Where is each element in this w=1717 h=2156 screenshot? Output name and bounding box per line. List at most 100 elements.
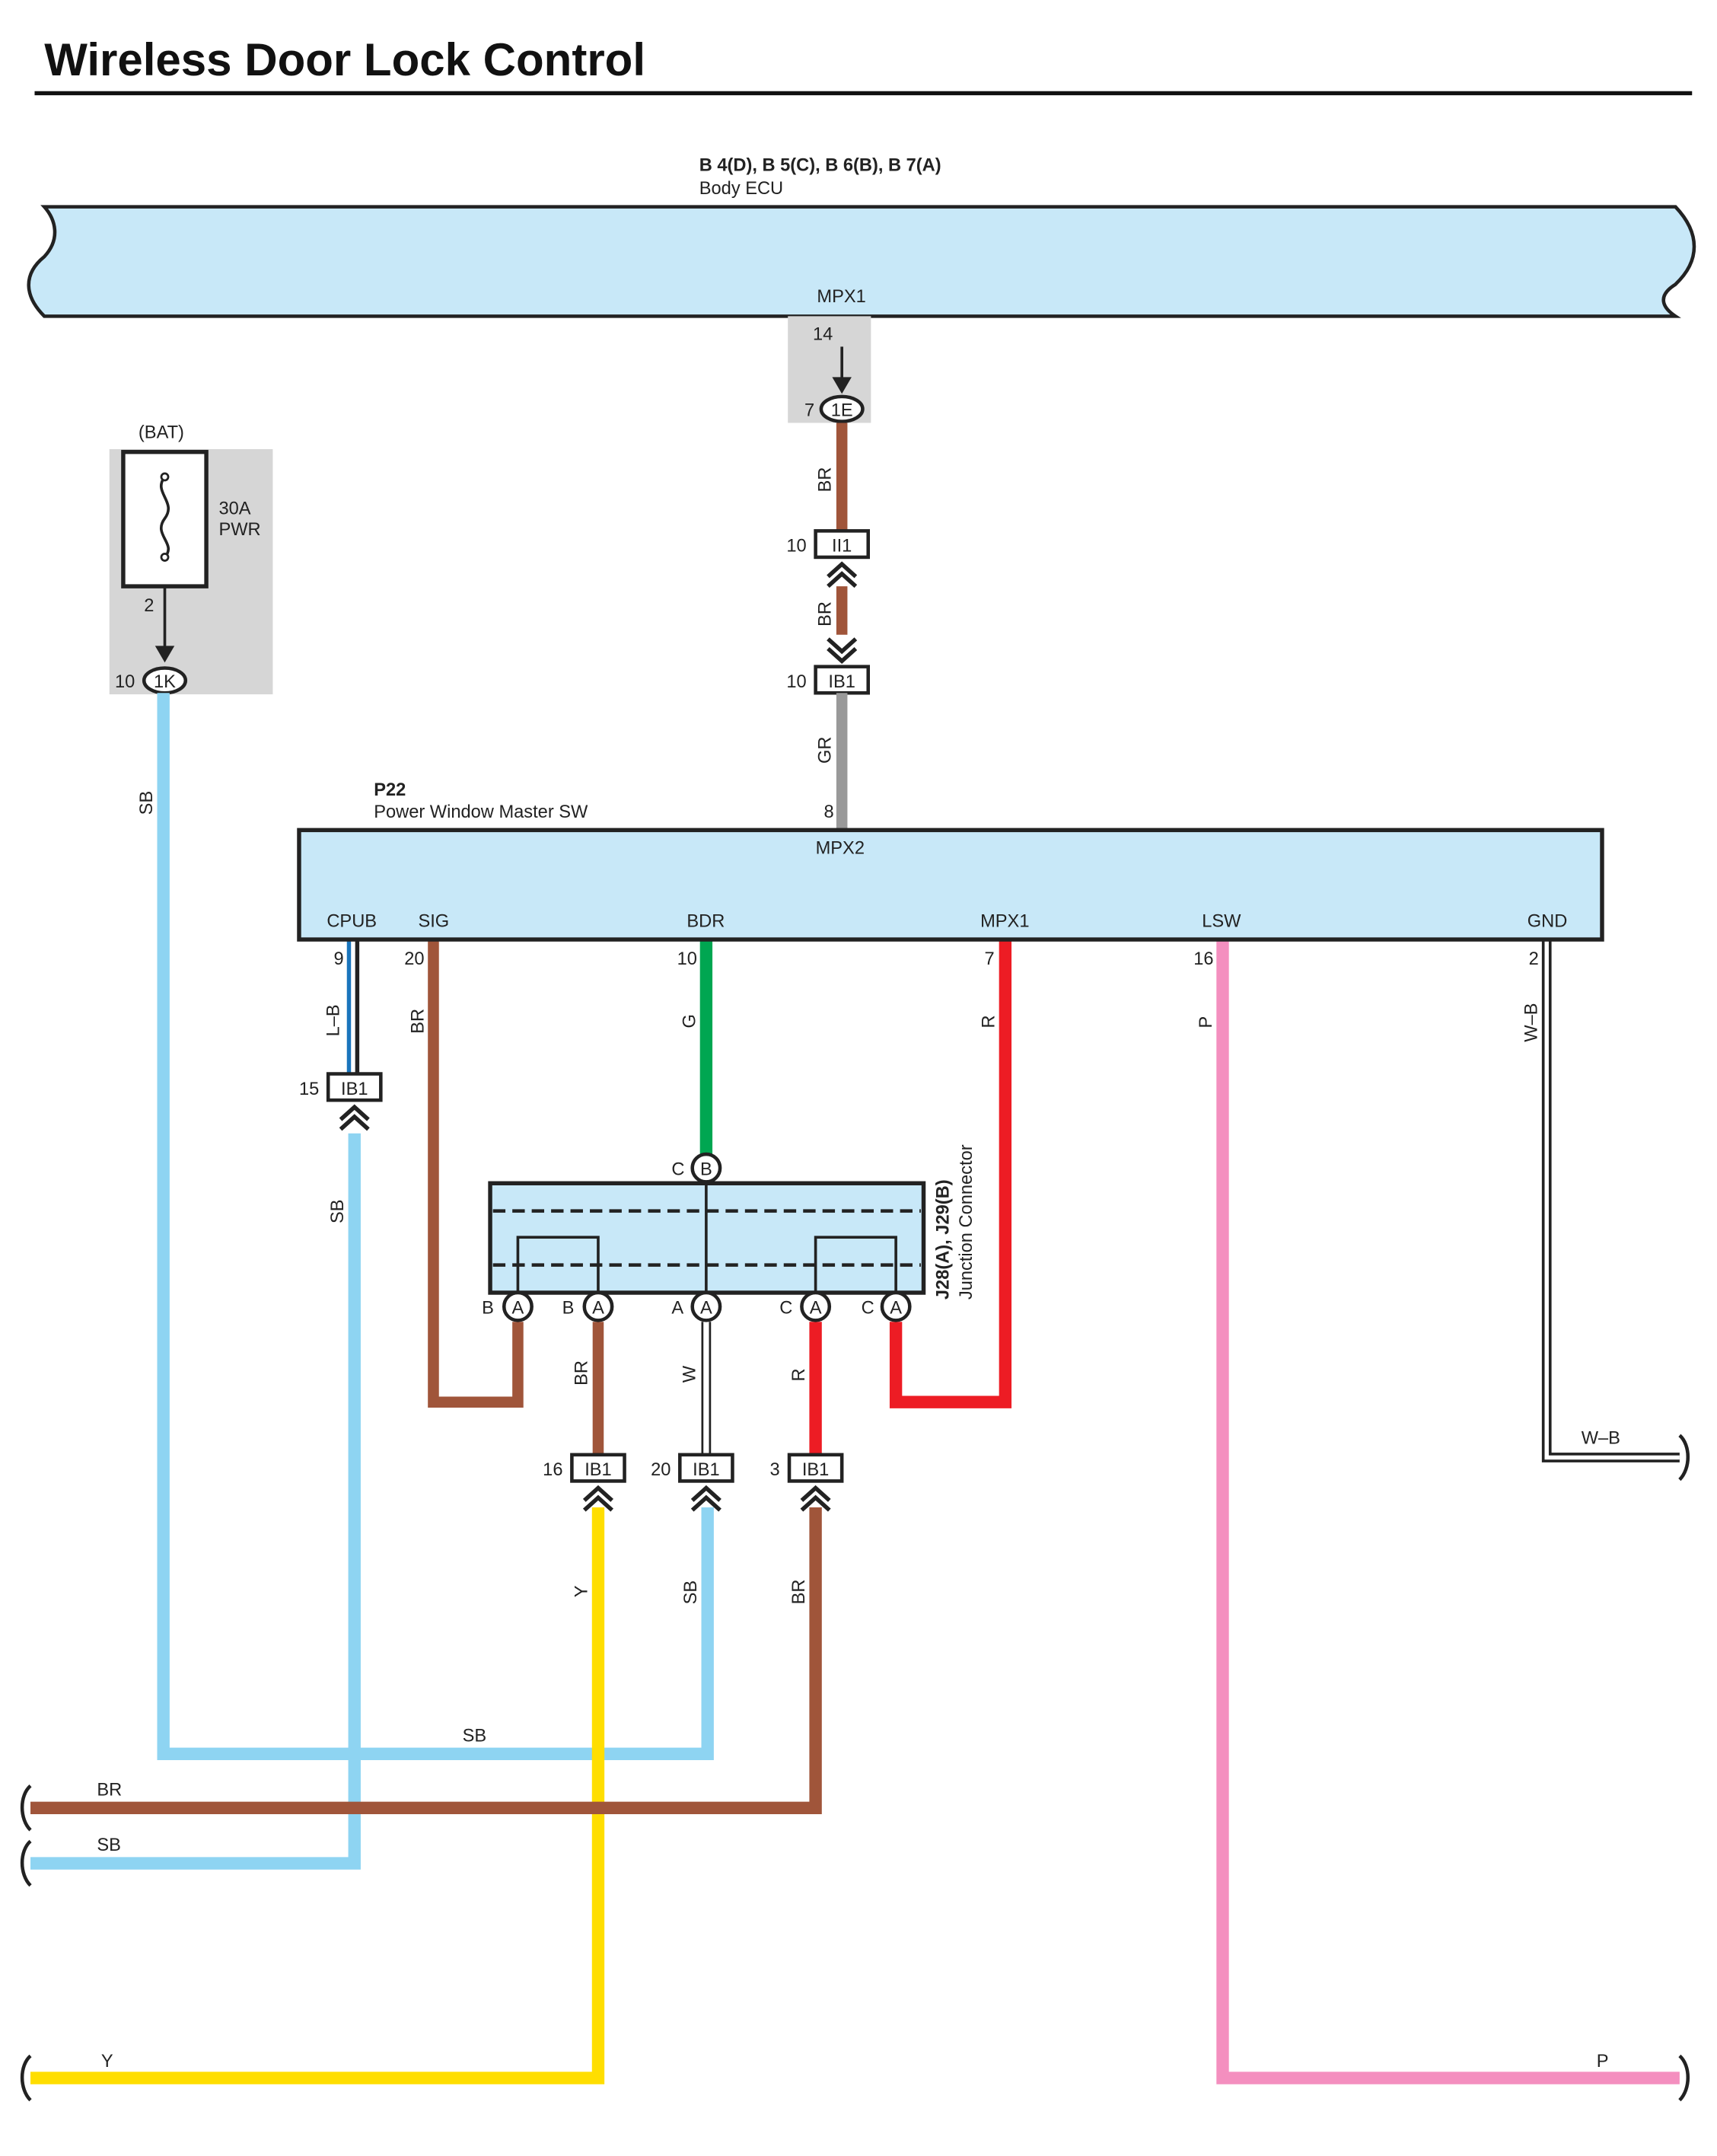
master-sw-code: P22 <box>374 780 406 800</box>
page-title: Wireless Door Lock Control <box>44 34 645 85</box>
wire-label-j-br: BR <box>572 1360 591 1386</box>
terminal-bdr: BDR <box>686 912 725 932</box>
wire-label-j-r: R <box>789 1368 809 1381</box>
cib1-cpub-pin: 15 <box>299 1080 319 1099</box>
body-ecu-box <box>27 205 1696 318</box>
wire-ib-br <box>30 1507 822 1814</box>
wire-gnd-wb-inner <box>1544 940 1680 1460</box>
junction-top-conn: B <box>700 1159 712 1179</box>
cib1-c-chevron <box>800 1485 831 1512</box>
wire-label-ib-sb: SB <box>681 1580 701 1605</box>
body-ecu-terminal: MPX1 <box>817 287 865 307</box>
break-y-icon <box>20 2054 32 2102</box>
cib1-a-box <box>570 1453 626 1483</box>
wire-label-lsw-p: P <box>1196 1016 1216 1029</box>
wire-label-ecu-gr: GR <box>816 737 836 764</box>
sig-pin: 20 <box>404 949 424 969</box>
wire-label-bdr-g: G <box>680 1014 699 1028</box>
wire-label-out-br: BR <box>97 1780 122 1800</box>
cib1-cpub-label: IB1 <box>341 1080 368 1099</box>
junction-pin-4: C <box>779 1298 792 1318</box>
cii1-chevron <box>827 561 858 588</box>
junction-conn-4: A <box>810 1298 822 1318</box>
ecu-pin-14: 14 <box>813 324 833 344</box>
junction-conn-5: A <box>890 1298 902 1318</box>
wire-mpx1-r <box>889 940 1012 1408</box>
wire-label-out-y: Y <box>101 2052 113 2071</box>
mpx1-pin: 7 <box>985 949 995 969</box>
junction-pin-5: C <box>862 1298 874 1318</box>
cib1-top-pin: 10 <box>786 672 806 692</box>
fuse-element <box>159 476 170 559</box>
gnd-pin: 2 <box>1529 949 1539 969</box>
wire-lsw-p <box>1216 940 1680 2084</box>
wire-label-j-w: W <box>680 1365 699 1383</box>
junction-circle-3 <box>690 1290 722 1322</box>
terminal-gnd: GND <box>1527 912 1568 932</box>
junction-conn-1: A <box>512 1298 524 1318</box>
wire-label-ecu-br1: BR <box>816 467 836 493</box>
wire-label-cpub-lb: L–B <box>324 1004 344 1036</box>
c1k-label: 1K <box>154 672 176 692</box>
fuse-pin: 2 <box>144 596 154 616</box>
cib1-top-box <box>814 665 871 695</box>
fuse-source: (BAT) <box>139 423 184 442</box>
wire-label-out-sb: SB <box>97 1835 121 1855</box>
junction-pin-1: B <box>482 1298 494 1318</box>
master-sw-box <box>297 828 1604 942</box>
cib1-b-pin: 20 <box>651 1460 671 1480</box>
fuse-name: PWR <box>218 520 260 540</box>
cib1-c-pin: 3 <box>770 1460 780 1480</box>
junction-codes: J28(A), J29(B) <box>933 1179 953 1300</box>
cpub-pin: 9 <box>333 949 343 969</box>
cii1-box <box>814 529 871 560</box>
body-ecu-name: Body ECU <box>699 179 783 199</box>
wire-label-ib-y: Y <box>572 1585 591 1597</box>
wire-label-fuse-sb: SB <box>137 791 157 815</box>
c1k-pin: 10 <box>115 672 135 692</box>
fuse-arrow <box>154 646 175 663</box>
junction-conn-2: A <box>592 1298 604 1318</box>
junction-top-circle <box>690 1152 722 1184</box>
wire-label-mpx1-r: R <box>979 1015 999 1028</box>
wire-ib-y <box>30 1507 605 2084</box>
wire-label-cpub-sb: SB <box>328 1199 348 1223</box>
cib1-b-box <box>678 1453 734 1483</box>
break-p-icon <box>1678 2054 1690 2102</box>
wire-label-sig-br: BR <box>409 1009 428 1034</box>
junction-pin-2: B <box>562 1298 575 1318</box>
mpx2-pin: 8 <box>824 802 834 822</box>
cib1-a-label: IB1 <box>585 1460 611 1480</box>
c1e-pin: 7 <box>804 400 814 420</box>
terminal-lsw: LSW <box>1202 912 1241 932</box>
fuse-terminal-top <box>160 472 170 482</box>
cib1-cpub-box <box>326 1072 383 1102</box>
wire-fuse-sb <box>157 693 714 1761</box>
junction-circle-4 <box>800 1290 832 1322</box>
cib1-b-chevron <box>690 1485 722 1512</box>
cib1-a-chevron <box>582 1485 613 1512</box>
cii1-pin: 10 <box>786 537 806 557</box>
junction-conn-3: A <box>700 1298 712 1318</box>
c1e-oval <box>819 394 865 423</box>
wire-label-h-sb: SB <box>463 1726 487 1746</box>
fuse-terminal-bottom <box>160 553 170 562</box>
fuse-rating: 30A <box>218 499 250 519</box>
cii1-label: II1 <box>832 537 852 557</box>
terminal-mpx1: MPX1 <box>980 912 1029 932</box>
terminal-cpub: CPUB <box>327 912 377 932</box>
master-sw-mpx2: MPX2 <box>816 838 865 858</box>
cib1-top-label: IB1 <box>828 672 855 692</box>
cib1-c-label: IB1 <box>802 1460 829 1480</box>
ecu-arrow <box>832 377 852 394</box>
wire-label-ib-br: BR <box>789 1580 809 1605</box>
c1e-label: 1E <box>831 400 853 420</box>
junction-circle-1 <box>502 1290 534 1322</box>
cib1-b-label: IB1 <box>693 1460 719 1480</box>
bdr-pin: 10 <box>677 949 697 969</box>
junction-top-pin: C <box>671 1159 684 1179</box>
terminal-sig: SIG <box>418 912 449 932</box>
break-sb-icon <box>20 1839 32 1887</box>
cib1-c-box <box>787 1453 844 1483</box>
